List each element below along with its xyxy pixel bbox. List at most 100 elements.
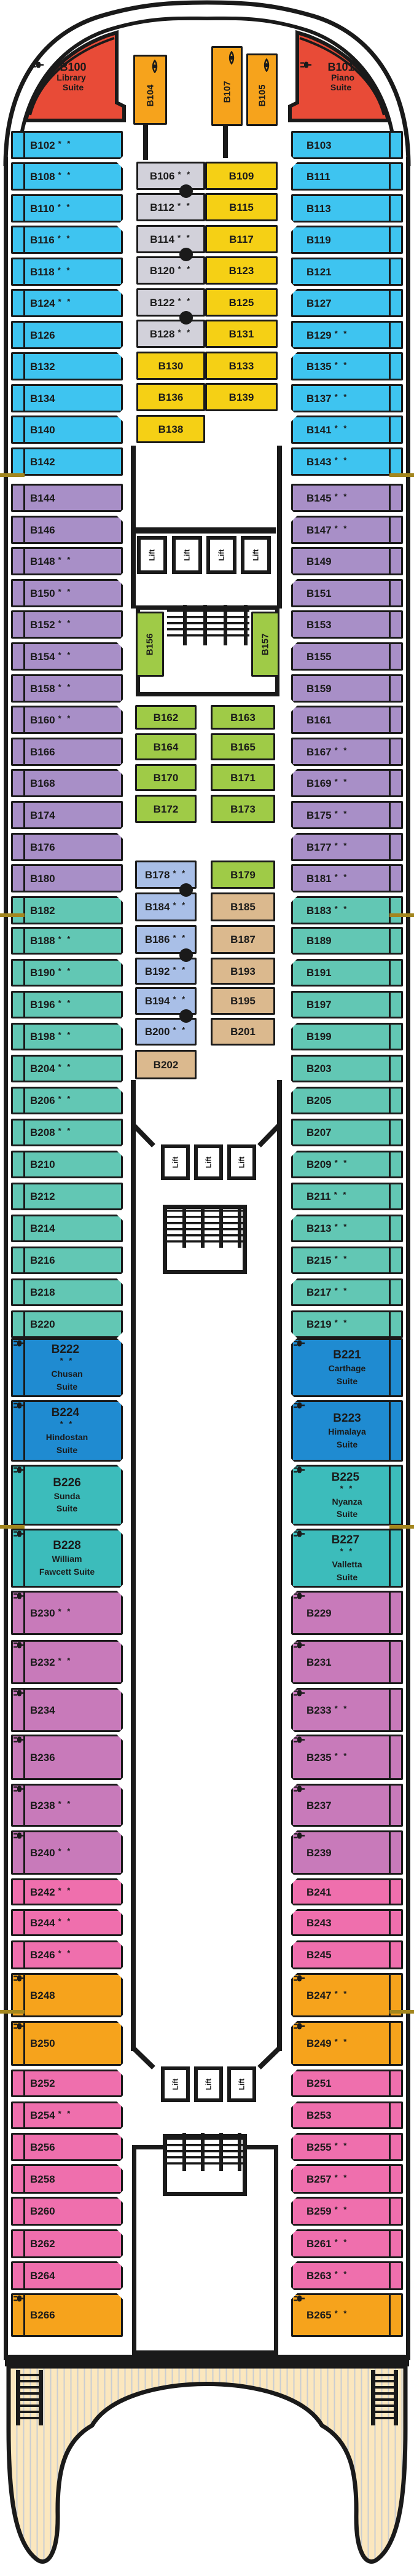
cabin-b191[interactable]: B191 — [285, 953, 403, 987]
cabin-b163[interactable]: B163 — [211, 705, 275, 730]
cabin-b154[interactable]: B154* * — [11, 636, 129, 671]
cabin-b126[interactable]: B126 — [11, 321, 123, 349]
cabin-b262[interactable]: B262 — [11, 2223, 129, 2258]
cabin-b111[interactable]: B111 — [285, 156, 403, 191]
cabin-b109[interactable]: B109 — [205, 162, 278, 190]
cabin-b214[interactable]: B214 — [11, 1208, 129, 1242]
cabin-b142[interactable]: B142 — [11, 447, 123, 476]
cabin-b121[interactable]: B121 — [291, 258, 403, 286]
cabin-b188[interactable]: B188* * — [11, 927, 123, 955]
cabin-b108[interactable]: B108* * — [11, 156, 129, 191]
cabin-b260[interactable]: B260 — [11, 2191, 129, 2226]
cabin-b256[interactable]: B256 — [11, 2127, 129, 2161]
cabin-b216[interactable]: B216 — [11, 1247, 123, 1274]
cabin-b129[interactable]: B129* * — [291, 321, 403, 349]
cabin-b249[interactable]: B249* * — [285, 2015, 403, 2066]
cabin-b187[interactable]: B187 — [211, 925, 275, 954]
cabin-b128[interactable]: B128* * — [136, 320, 205, 348]
cabin-b265[interactable]: B265* * — [285, 2287, 403, 2337]
cabin-b146[interactable]: B146 — [11, 510, 129, 544]
cabin-b184[interactable]: B184* * — [135, 892, 197, 921]
cabin-b201[interactable]: B201 — [211, 1018, 275, 1046]
cabin-b236[interactable]: B236 — [11, 1728, 129, 1780]
cabin-b241[interactable]: B241 — [285, 1872, 403, 1905]
cabin-b230[interactable]: B230* * — [11, 1585, 129, 1635]
cabin-b151[interactable]: B151 — [285, 573, 403, 607]
cabin-b147[interactable]: B147* * — [285, 510, 403, 544]
cabin-b220[interactable]: B220 — [11, 1310, 123, 1338]
cabin-b205[interactable]: B205 — [285, 1081, 403, 1114]
cabin-b218[interactable]: B218 — [11, 1272, 129, 1306]
cabin-b189[interactable]: B189 — [291, 927, 403, 955]
cabin-b124[interactable]: B124* * — [11, 283, 129, 317]
cabin-b162[interactable]: B162 — [135, 705, 197, 730]
cabin-b164[interactable]: B164 — [135, 733, 197, 760]
cabin-b181[interactable]: B181* * — [291, 864, 403, 892]
cabin-b145[interactable]: B145* * — [291, 484, 403, 512]
cabin-b261[interactable]: B261* * — [285, 2223, 403, 2258]
cabin-b231[interactable]: B231 — [285, 1634, 403, 1684]
cabin-b248[interactable]: B248 — [11, 1967, 129, 2017]
cabin-b211[interactable]: B211* * — [291, 1183, 403, 1210]
cabin-b155[interactable]: B155 — [285, 636, 403, 671]
cabin-b120[interactable]: B120* * — [136, 256, 205, 285]
cabin-b259[interactable]: B259* * — [285, 2191, 403, 2226]
cabin-b252[interactable]: B252 — [11, 2063, 129, 2097]
cabin-b250[interactable]: B250 — [11, 2015, 129, 2066]
cabin-b102[interactable]: B102* * — [11, 131, 123, 159]
cabin-b255[interactable]: B255* * — [285, 2127, 403, 2161]
cabin-b115[interactable]: B115 — [205, 193, 278, 221]
cabin-b119[interactable]: B119 — [285, 219, 403, 254]
cabin-b116[interactable]: B116* * — [11, 219, 129, 254]
cabin-b178[interactable]: B178* * — [135, 861, 197, 889]
cabin-b100-shape[interactable] — [23, 30, 126, 122]
cabin-b101-shape[interactable] — [288, 30, 391, 122]
cabin-b183[interactable]: B183* * — [285, 890, 403, 924]
cabin-b136[interactable]: B136 — [136, 383, 205, 411]
cabin-b207[interactable]: B207 — [291, 1119, 403, 1146]
cabin-b140[interactable]: B140 — [11, 409, 129, 444]
cabin-b166[interactable]: B166 — [11, 738, 123, 766]
cabin-b179[interactable]: B179 — [211, 861, 275, 889]
cabin-b244[interactable]: B244* * — [11, 1903, 129, 1936]
cabin-b150[interactable]: B150* * — [11, 573, 129, 607]
cabin-b200[interactable]: B200* * — [135, 1018, 197, 1046]
cabin-b190[interactable]: B190* * — [11, 953, 129, 987]
cabin-b234[interactable]: B234 — [11, 1682, 129, 1732]
cabin-b156[interactable]: B156 — [136, 612, 164, 677]
cabin-b182[interactable]: B182 — [11, 890, 129, 924]
cabin-b130[interactable]: B130 — [136, 352, 205, 380]
cabin-b105[interactable]: B105 — [246, 53, 278, 126]
cabin-b206[interactable]: B206* * — [11, 1081, 129, 1114]
cabin-b125[interactable]: B125 — [205, 288, 278, 317]
cabin-b253[interactable]: B253 — [285, 2095, 403, 2129]
cabin-b172[interactable]: B172 — [135, 795, 197, 823]
cabin-b144[interactable]: B144 — [11, 484, 123, 512]
cabin-b149[interactable]: B149 — [291, 547, 403, 575]
cabin-b242[interactable]: B242* * — [11, 1872, 129, 1905]
cabin-b203[interactable]: B203 — [291, 1055, 403, 1082]
cabin-b254[interactable]: B254* * — [11, 2095, 129, 2129]
cabin-b195[interactable]: B195 — [211, 987, 275, 1015]
cabin-b229[interactable]: B229 — [285, 1585, 403, 1635]
cabin-b243[interactable]: B243 — [285, 1903, 403, 1936]
cabin-b123[interactable]: B123 — [205, 256, 278, 285]
cabin-b193[interactable]: B193 — [211, 958, 275, 985]
cabin-b134[interactable]: B134 — [11, 384, 123, 412]
cabin-b170[interactable]: B170 — [135, 764, 197, 791]
cabin-b196[interactable]: B196* * — [11, 991, 123, 1018]
cabin-b139[interactable]: B139 — [205, 383, 278, 411]
cabin-b168[interactable]: B168 — [11, 763, 129, 797]
cabin-b199[interactable]: B199 — [285, 1017, 403, 1050]
cabin-b169[interactable]: B169* * — [285, 763, 403, 797]
cabin-b210[interactable]: B210 — [11, 1144, 129, 1178]
cabin-b173[interactable]: B173 — [211, 795, 275, 823]
cabin-b143[interactable]: B143* * — [291, 447, 403, 476]
cabin-b122[interactable]: B122* * — [136, 288, 205, 317]
